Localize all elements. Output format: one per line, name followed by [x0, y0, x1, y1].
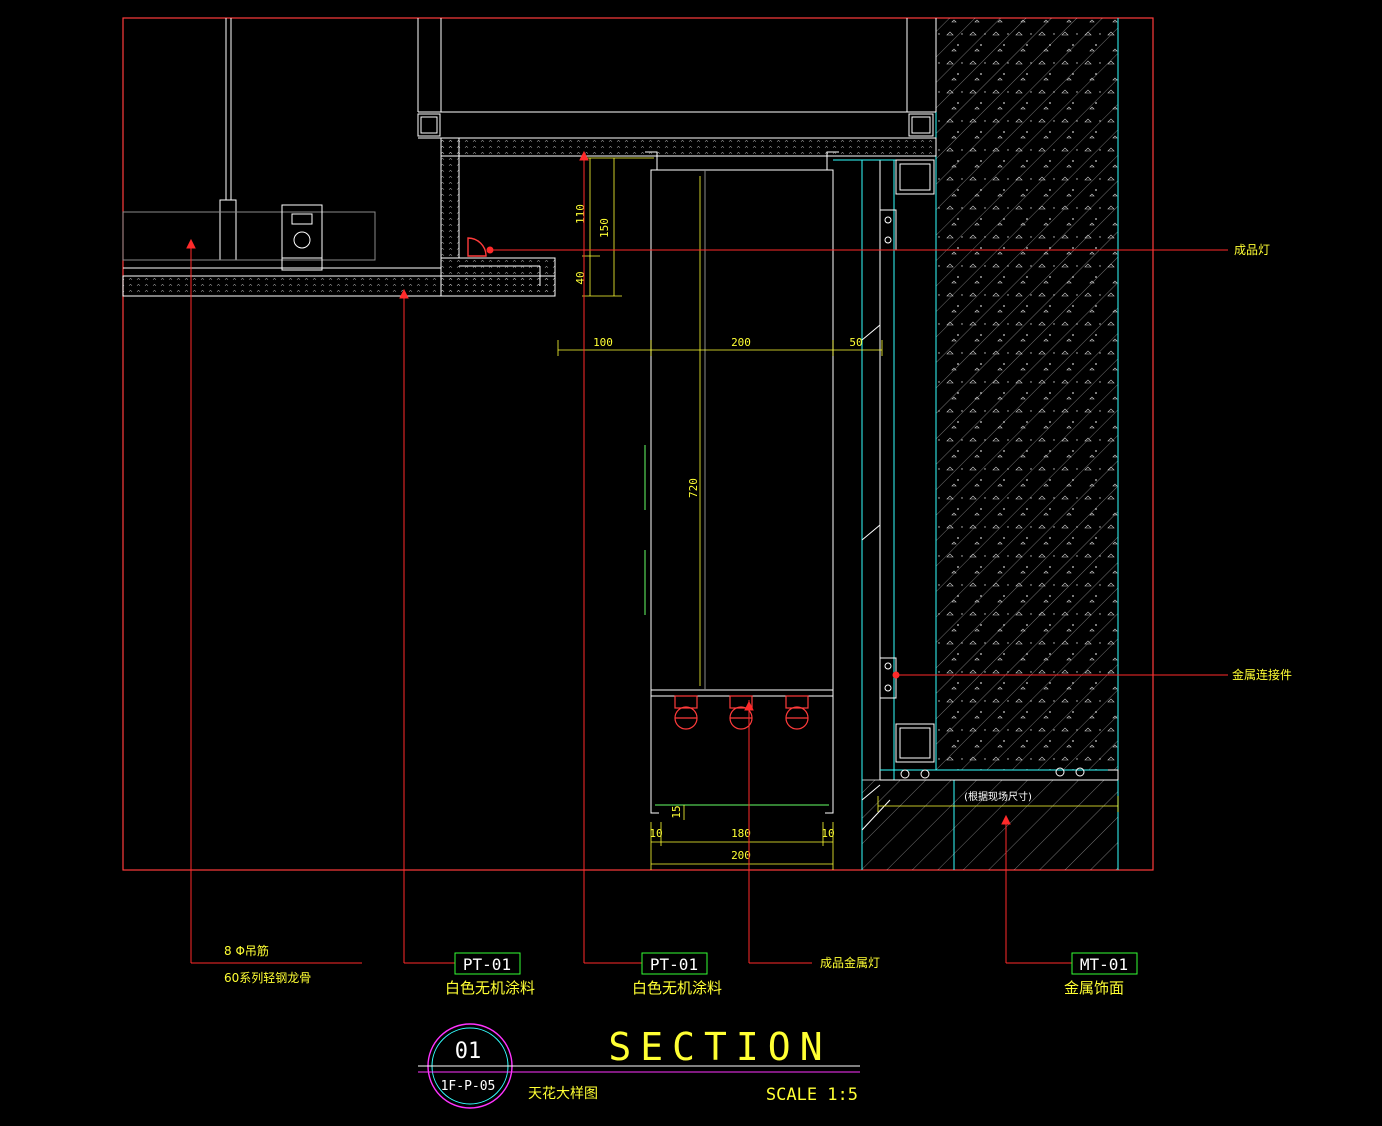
title-sheet: 1F-P-05 — [441, 1079, 496, 1094]
tag-pt01-b: PT-01 白色无机涂料 — [632, 952, 722, 997]
dim-10-left: 10 — [649, 827, 662, 840]
title-number: 01 — [455, 1039, 482, 1064]
lamp-box — [644, 151, 839, 814]
dim-10-right: 10 — [821, 827, 834, 840]
label-keel: 60系列轻钢龙骨 — [224, 971, 311, 985]
title-block: 01 1F-P-05 SECTION 天花大样图 SCALE 1:5 — [418, 1023, 860, 1109]
concrete-wall — [862, 18, 1119, 870]
site-dimension-note: (根据现场尺寸) — [964, 790, 1032, 803]
tag-desc: 金属饰面 — [1064, 979, 1124, 997]
lamp-3 — [785, 695, 809, 730]
tag-code: MT-01 — [1080, 955, 1128, 974]
left-ceiling — [122, 18, 556, 297]
tag-pt01-a: PT-01 白色无机涂料 — [445, 952, 535, 997]
title-scale: SCALE 1:5 — [766, 1085, 858, 1105]
top-structure — [417, 18, 937, 139]
label-connector: 金属连接件 — [1232, 667, 1292, 682]
tag-desc: 白色无机涂料 — [445, 979, 535, 997]
tag-desc: 白色无机涂料 — [632, 979, 722, 997]
label-rod: 8 Φ吊筋 — [224, 943, 269, 958]
dim-720: 720 — [687, 478, 700, 498]
cove-lamp — [467, 237, 487, 257]
leader-lines — [186, 150, 1228, 964]
annotation-texts: 成品灯 金属连接件 8 Φ吊筋 60系列轻钢龙骨 成品金属灯 — [224, 243, 1292, 985]
dim-15: 15 — [670, 805, 683, 818]
material-tags: PT-01 白色无机涂料 PT-01 白色无机涂料 MT-01 金属饰面 — [445, 952, 1138, 997]
dimension-lines — [557, 157, 1119, 870]
title-heading: SECTION — [608, 1025, 831, 1069]
dim-180: 180 — [731, 827, 751, 840]
metal-cladding — [833, 159, 1119, 870]
dim-200-bottom: 200 — [731, 849, 751, 862]
label-metal-lamp: 成品金属灯 — [820, 955, 880, 970]
lamp-1 — [674, 695, 698, 730]
lamp-2 — [729, 695, 753, 730]
label-lamp: 成品灯 — [1234, 243, 1270, 257]
dimension-texts: 110 150 40 100 200 50 720 15 10 180 10 2… — [574, 204, 863, 862]
metal-lamps — [674, 695, 809, 730]
dim-100: 100 — [593, 336, 613, 349]
drawing-frame — [122, 17, 1154, 871]
title-subtitle: 天花大样图 — [528, 1086, 598, 1102]
dim-150: 150 — [598, 218, 611, 238]
tag-mt01: MT-01 金属饰面 — [1064, 952, 1138, 997]
dim-110: 110 — [574, 204, 587, 224]
tag-code: PT-01 — [463, 955, 511, 974]
soffit-board — [440, 137, 937, 297]
tag-code: PT-01 — [650, 955, 698, 974]
dim-200-top: 200 — [731, 336, 751, 349]
dim-50: 50 — [849, 336, 862, 349]
dim-40: 40 — [574, 271, 587, 284]
